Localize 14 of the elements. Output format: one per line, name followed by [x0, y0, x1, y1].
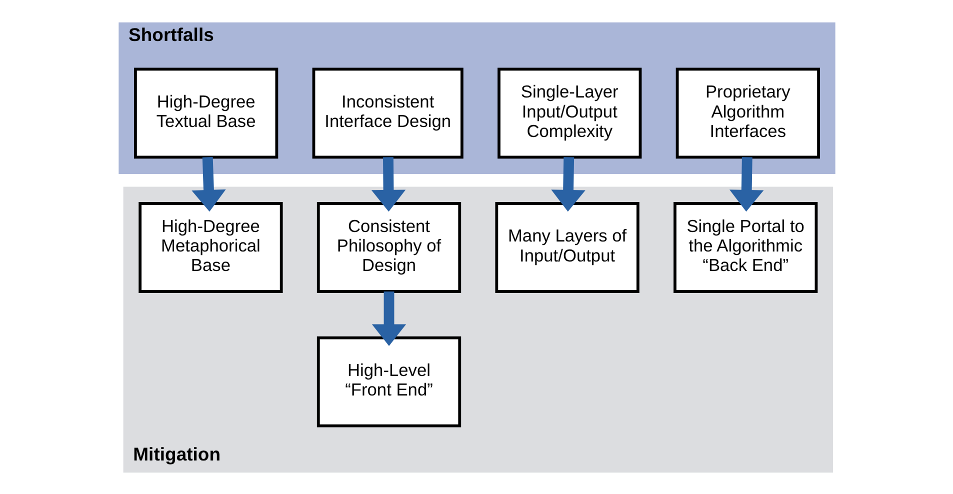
arrow	[191, 156, 226, 212]
arrow	[550, 156, 585, 212]
arrow	[371, 291, 406, 346]
node-box: Many Layers of Input/Output	[494, 202, 639, 292]
node-box: Inconsistent Interface Design	[312, 67, 463, 158]
node-box: Single Portal to the Algorithmic “Back End”	[673, 202, 818, 292]
node-box: High-Degree Metaphorical Base	[138, 202, 282, 292]
arrow	[370, 156, 406, 212]
node-box: High-Degree Textual Base	[134, 67, 278, 158]
node-box: Single-Layer Input/Output Complexity	[497, 67, 642, 158]
node-box: Consistent Philosophy of Design	[316, 202, 461, 292]
node-box: High-Level “Front End”	[316, 336, 461, 427]
arrow	[728, 156, 764, 212]
node-box: Proprietary Algorithm Interfaces	[675, 67, 820, 158]
